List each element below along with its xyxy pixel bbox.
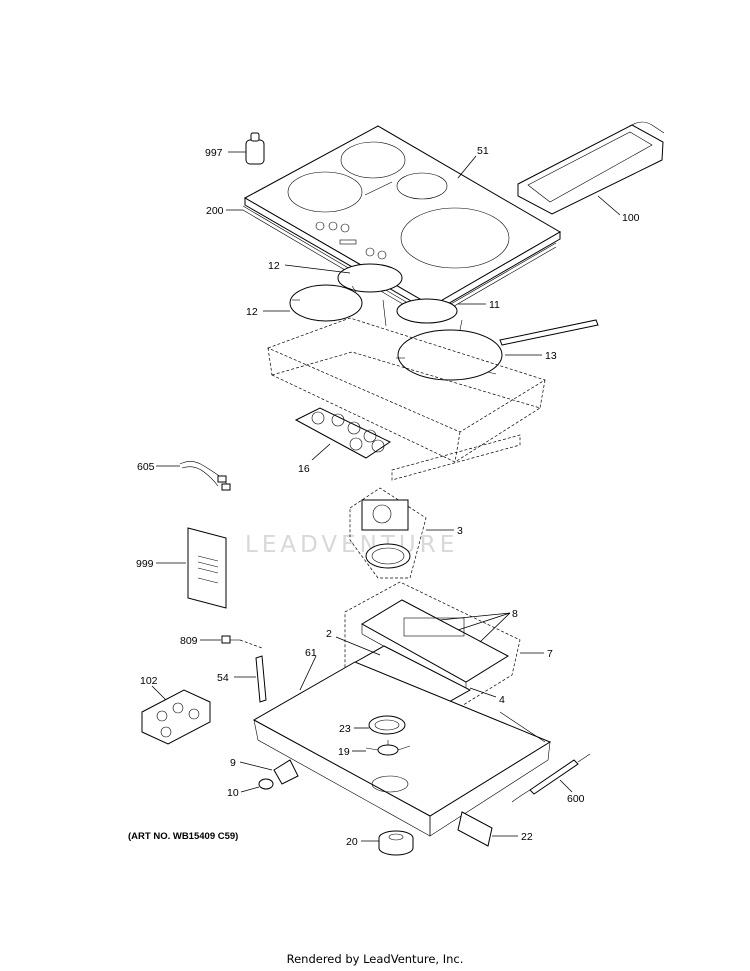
part-20-bumper[interactable] bbox=[378, 830, 414, 856]
callout-22: 22 bbox=[521, 831, 533, 843]
callout-3: 3 bbox=[457, 525, 463, 537]
callout-600: 600 bbox=[567, 793, 585, 805]
callout-54: 54 bbox=[217, 672, 229, 684]
part-16-control-board[interactable] bbox=[294, 407, 392, 459]
part-support-frame bbox=[267, 317, 546, 481]
art-number: (ART NO. WB15409 C59) bbox=[128, 831, 239, 842]
callout-997: 997 bbox=[205, 147, 223, 159]
part-12-burner-rear[interactable] bbox=[337, 263, 403, 293]
callout-19: 19 bbox=[338, 746, 350, 758]
part-600-cord[interactable] bbox=[511, 753, 591, 803]
callout-809: 809 bbox=[180, 635, 198, 647]
callout-7: 7 bbox=[547, 648, 553, 660]
callout-20: 20 bbox=[346, 836, 358, 848]
callout-12-front: 12 bbox=[246, 306, 258, 318]
part-605-harness[interactable] bbox=[179, 461, 231, 491]
footer-credit: Rendered by LeadVenture, Inc. bbox=[286, 952, 464, 966]
callout-51: 51 bbox=[477, 145, 489, 157]
part-7-electronics-assembly[interactable] bbox=[344, 581, 521, 719]
part-997-bottle[interactable] bbox=[245, 132, 265, 165]
part-13-burner[interactable] bbox=[396, 319, 599, 381]
callout-8: 8 bbox=[512, 608, 518, 620]
part-100-griddle[interactable] bbox=[517, 121, 665, 215]
callout-23: 23 bbox=[339, 723, 351, 735]
callout-61: 61 bbox=[305, 647, 317, 659]
part-19-spider[interactable] bbox=[365, 740, 411, 756]
part-9-clip[interactable] bbox=[273, 759, 299, 785]
callout-100: 100 bbox=[622, 212, 640, 224]
callout-12-rear: 12 bbox=[268, 260, 280, 272]
callout-2: 2 bbox=[326, 628, 332, 640]
callout-16: 16 bbox=[298, 463, 310, 475]
callout-11: 11 bbox=[489, 299, 500, 311]
part-23-ring[interactable] bbox=[368, 715, 406, 735]
part-999-manual[interactable] bbox=[187, 527, 227, 609]
callout-605: 605 bbox=[137, 461, 155, 473]
part-51-glass-cooktop[interactable] bbox=[243, 125, 561, 314]
callout-102: 102 bbox=[140, 675, 158, 687]
part-11-burner[interactable] bbox=[382, 298, 458, 327]
part-12-burner-front[interactable] bbox=[289, 284, 363, 322]
part-54-bracket[interactable] bbox=[255, 655, 267, 703]
callout-999: 999 bbox=[136, 558, 154, 570]
callout-9: 9 bbox=[230, 757, 236, 769]
callout-4: 4 bbox=[499, 694, 505, 706]
part-22-label[interactable] bbox=[457, 811, 493, 847]
callout-200: 200 bbox=[206, 205, 224, 217]
callout-10: 10 bbox=[227, 787, 239, 799]
watermark: LEADVENTURE bbox=[245, 532, 459, 558]
part-61-bottom-pan[interactable] bbox=[252, 661, 552, 837]
part-809-screw[interactable] bbox=[221, 635, 240, 644]
part-10-foot[interactable] bbox=[258, 778, 274, 790]
callout-13: 13 bbox=[545, 350, 557, 362]
part-102-terminal-block[interactable] bbox=[141, 689, 211, 745]
part-3-fan-assembly[interactable] bbox=[349, 487, 427, 579]
